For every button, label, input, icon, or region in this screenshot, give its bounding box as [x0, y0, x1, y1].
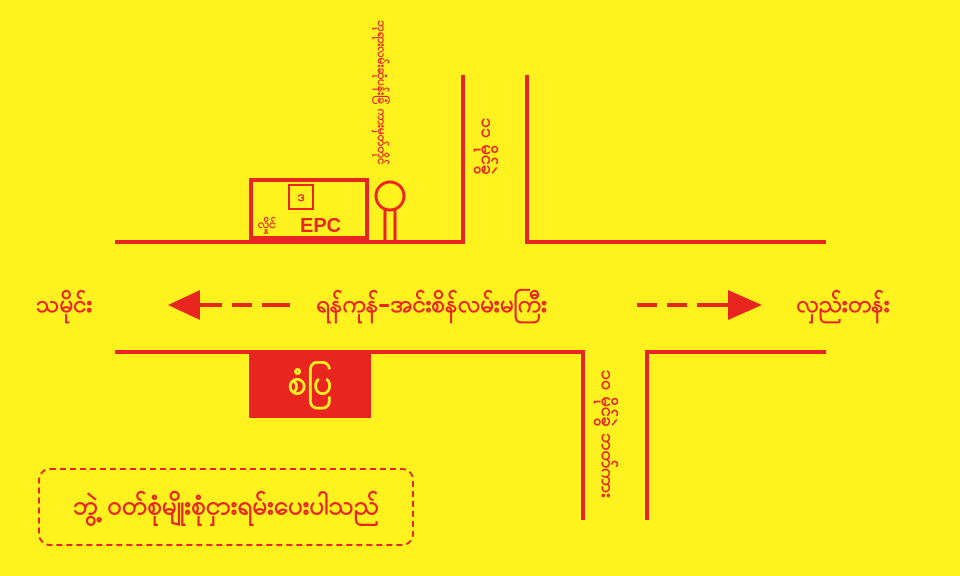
street-bottom-label: ၁၀ မိုင်ခွဲ ဘတ်ကား [597, 370, 618, 498]
bus-stop-icon [374, 180, 406, 242]
epc-building [249, 178, 369, 240]
epc-name-label: EPC [300, 215, 342, 237]
arrow-left-icon [168, 290, 290, 320]
direction-right-label: လှည်းတန်း [796, 290, 890, 318]
epc-logo-icon: ဒ [288, 184, 314, 210]
landmark-label: ဘုရားလမ်းဆုံပန်းခြံ ကားမှတ်တိုင် [375, 20, 389, 165]
service-notice: ဘွဲ့ ဝတ်စုံမျိုးစုံငှားရမ်းပေးပါသည် [38, 468, 414, 546]
arrow-right-icon [637, 290, 762, 320]
epc-prefix-label: လှိုင် [258, 217, 276, 231]
shop-name-label: စံပြ [287, 362, 333, 403]
direction-left-label: သမိုင်း [36, 290, 93, 318]
street-top-label: ၁၁ မိုင်ခွဲ [477, 118, 498, 175]
main-road-label: ရန်ကုန်–အင်းစိန်လမ်းမကြီး [316, 290, 548, 318]
shop-sign: စံပြ [249, 352, 371, 418]
service-notice-text: ဘွဲ့ ဝတ်စုံမျိုးစုံငှားရမ်းပေးပါသည် [73, 490, 379, 521]
